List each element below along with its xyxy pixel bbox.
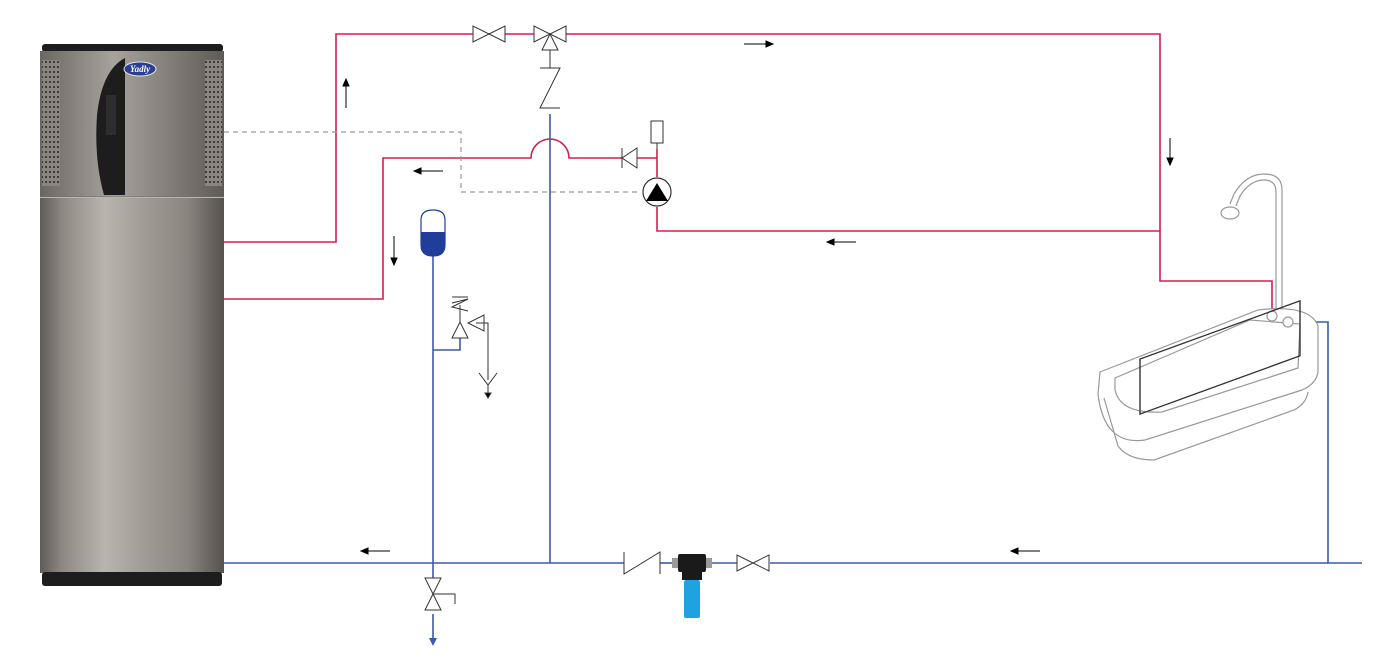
three-way-valve-icon (533, 25, 552, 43)
pressure-relief-valve (450, 296, 489, 380)
expansion-tank (420, 209, 446, 257)
check-valve-icon (623, 551, 661, 575)
pump-return-pipe (656, 207, 1160, 232)
bathtub-fixture (1097, 173, 1319, 461)
drain-arrow-head (429, 638, 437, 646)
filter-fitting-left (672, 558, 680, 568)
cold-tap-icon (1282, 316, 1294, 328)
pump-control-box (650, 120, 664, 149)
logo-badge (123, 61, 157, 77)
expansion-vessel-water (421, 232, 445, 256)
flow-arrow-icon (744, 40, 775, 48)
drain-valve-icon (424, 577, 442, 596)
filter-head (678, 554, 706, 572)
shower-pipe (1235, 179, 1277, 312)
flow-arrow-icon (1009, 547, 1040, 555)
flow-arrow-icon (1166, 138, 1174, 167)
heat-pump-top-cap (42, 44, 223, 52)
safety-valve-branch (433, 338, 461, 351)
drain-funnel (478, 372, 498, 399)
cold-water-lines (224, 114, 1362, 640)
control-signal-line (224, 131, 641, 193)
gate-valve-icon (472, 25, 491, 43)
drain-valve (424, 577, 456, 611)
gate-valve-icon (736, 554, 755, 572)
heat-pump-tank-body (40, 198, 224, 573)
flow-arrow-icon (412, 167, 443, 175)
flow-arrows (342, 40, 1174, 555)
left-vent-grille (42, 60, 60, 186)
flow-arrow-icon (359, 547, 390, 555)
shower-head-icon (1220, 206, 1240, 220)
control-display (106, 95, 116, 135)
top-shut-off-valve (472, 25, 506, 43)
three-way-valve-icon-b (548, 25, 567, 43)
hot-water-lines (224, 33, 1273, 312)
check-valve-icon (621, 147, 638, 169)
relief-valve-icon (451, 320, 469, 339)
heat-pump-base (42, 572, 222, 586)
drain-valve-icon-b (424, 592, 442, 611)
hot-outlet-pipe (224, 33, 1273, 312)
circulation-pump (642, 177, 672, 207)
gate-valve-icon-b (751, 554, 770, 572)
gate-valve-icon-b (487, 25, 506, 43)
spring-icon (450, 298, 469, 312)
bathtub-rim (1097, 308, 1319, 442)
right-vent-grille (205, 60, 222, 186)
pump-direction-icon (646, 183, 668, 201)
logo-text: Yadly (130, 64, 151, 74)
bathtub-inner-surface (1139, 299, 1301, 416)
three-way-mixing-valve (533, 25, 567, 51)
heat-pump-unit: Yadly (40, 44, 224, 586)
inlet-shut-off-valve (736, 554, 770, 572)
filter-neck (682, 572, 702, 580)
return-check-valve (621, 147, 657, 169)
filter-cartridge (684, 580, 700, 618)
water-filter (672, 554, 712, 618)
flow-arrow-icon (825, 238, 856, 246)
recirculation-return-pipe (224, 138, 622, 300)
flow-arrow-icon (390, 236, 398, 267)
mixing-check-valve (539, 50, 561, 109)
bathtub-basin-lower (1103, 391, 1309, 461)
filter-fitting-right (704, 558, 712, 568)
shower-pipe-inner (1229, 173, 1283, 314)
flow-arrow-icon (342, 77, 350, 108)
inlet-check-valve (623, 551, 661, 575)
check-valve-icon (539, 67, 561, 109)
